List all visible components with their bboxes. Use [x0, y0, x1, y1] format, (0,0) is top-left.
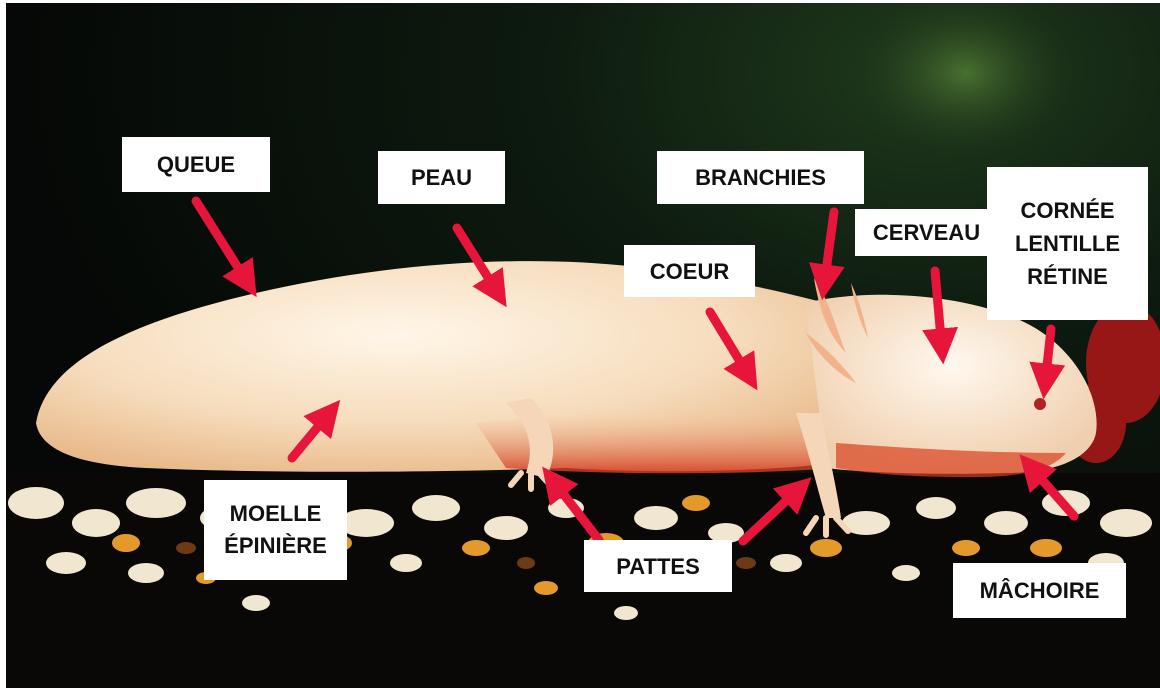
label-pattes: PATTES	[584, 540, 732, 592]
arrow-branchies	[824, 212, 834, 286]
label-moelle-epiniere: MOELLE ÉPINIÈRE	[204, 480, 347, 580]
label-cerveau: CERVEAU	[855, 209, 998, 256]
background-glow	[846, 3, 1086, 163]
label-cornee: CORNÉE	[1020, 194, 1114, 227]
label-cornee-lentille-retine: CORNÉE LENTILLE RÉTINE	[987, 167, 1148, 320]
label-moelle-line1: MOELLE	[230, 498, 322, 530]
label-peau: PEAU	[378, 151, 505, 204]
label-lentille: LENTILLE	[1015, 227, 1120, 260]
label-coeur: COEUR	[624, 245, 755, 297]
label-moelle-line2: ÉPINIÈRE	[224, 530, 327, 562]
arrow-cornee	[1045, 329, 1051, 385]
label-retine: RÉTINE	[1027, 260, 1108, 293]
arrow-queue	[196, 201, 249, 285]
eye	[1034, 398, 1046, 410]
label-machoire: MÂCHOIRE	[953, 563, 1126, 618]
label-queue: QUEUE	[122, 137, 270, 192]
label-branchies: BRANCHIES	[657, 151, 864, 204]
